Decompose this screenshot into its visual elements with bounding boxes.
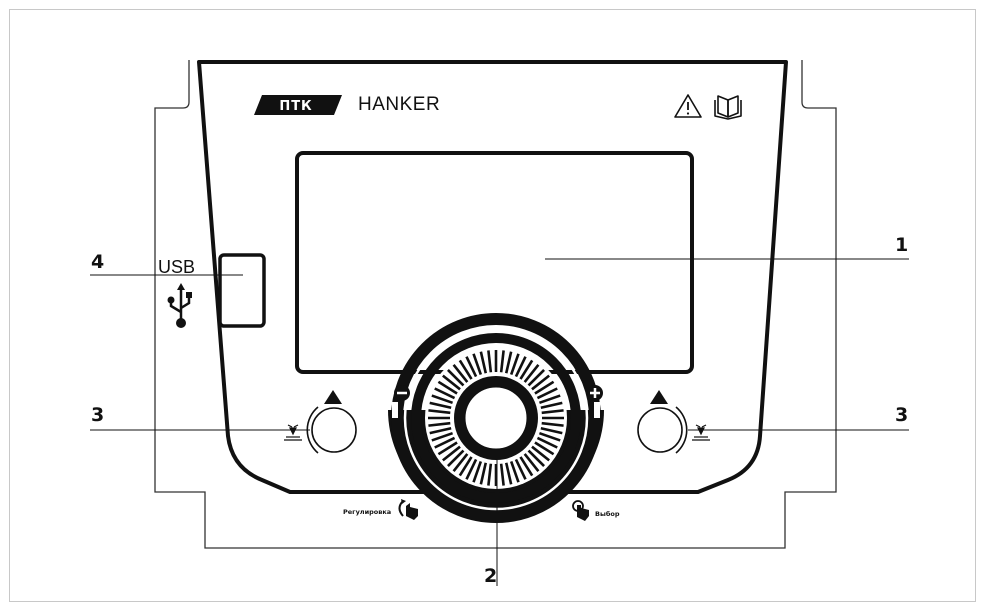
encoder-tick: [540, 426, 563, 435]
encoder-tick: [434, 387, 456, 400]
right-button-group: [637, 390, 710, 454]
up-arrow-icon: [324, 390, 342, 404]
encoder-tick: [472, 353, 483, 376]
encoder-ticks: [428, 350, 564, 486]
encoder-tick: [458, 456, 473, 477]
warning-icon: [674, 94, 702, 118]
encoder-tick: [509, 460, 520, 483]
encoder-tick: [504, 351, 513, 374]
callout-2: 2: [484, 565, 497, 587]
encoder-tick: [514, 458, 527, 480]
plus-icon: [587, 385, 603, 401]
select-label: Выбор: [595, 510, 620, 518]
encoder-tick: [434, 436, 456, 449]
encoder-tick: [536, 436, 558, 449]
encoder-tick: [538, 394, 561, 405]
hand-rotate-icon: [398, 499, 418, 520]
encoder-tick: [540, 401, 563, 410]
encoder-tick: [523, 453, 540, 472]
hand-press-icon: [572, 500, 589, 521]
encoder-tick: [541, 409, 564, 415]
encoder-tick: [465, 356, 478, 378]
encoder-tick: [452, 364, 469, 383]
encoder-tick: [534, 380, 555, 395]
usb-port[interactable]: [218, 253, 266, 328]
encoder-tick: [514, 356, 527, 378]
encoder-tick: [527, 368, 546, 387]
encoder-tick: [499, 350, 505, 373]
manual-book-icon: [714, 95, 742, 120]
encoder-tick: [428, 421, 451, 427]
encoder-tick: [487, 463, 493, 486]
mounting-plate: [154, 60, 837, 549]
up-arrow-icon: [650, 390, 668, 404]
encoder-tick: [538, 431, 561, 442]
usb-symbol-icon: [167, 283, 192, 328]
right-button[interactable]: [637, 407, 683, 453]
encoder-ring-gaps: [392, 402, 600, 418]
encoder-tick: [442, 374, 461, 391]
encoder-tick: [487, 350, 493, 373]
encoder-tick: [504, 462, 513, 485]
encoder-knob[interactable]: [464, 386, 528, 450]
encoder-tick: [431, 394, 454, 405]
encoder-tick: [479, 351, 488, 374]
encoder-tick: [536, 387, 558, 400]
encoder-tick: [531, 374, 550, 391]
encoder-tick: [534, 441, 555, 456]
logo-text: ПТК: [279, 99, 312, 114]
encoder-tick: [429, 401, 452, 410]
encoder-tick: [452, 453, 469, 472]
encoder-tick: [429, 426, 452, 435]
encoder-tick: [431, 431, 454, 442]
encoder-tick: [479, 462, 488, 485]
callout-3-left: 3: [91, 404, 104, 426]
adjust-label: Регулировка: [343, 508, 391, 516]
encoder-tick: [458, 359, 473, 380]
encoder-tick: [472, 460, 483, 483]
encoder-tick: [541, 421, 564, 427]
callout-4: 4: [91, 251, 104, 273]
encoder-tick: [519, 359, 534, 380]
left-button-group: [284, 390, 357, 454]
callout-3-right: 3: [895, 404, 908, 426]
left-button[interactable]: [311, 407, 357, 453]
ptk-logo: ПТК: [254, 95, 342, 115]
encoder-tick: [465, 458, 478, 480]
encoder-tick: [428, 409, 451, 415]
encoder-tick: [446, 449, 465, 468]
encoder-tick: [531, 445, 550, 462]
callout-1: 1: [895, 234, 908, 256]
encoder-tick: [499, 463, 505, 486]
encoder-tick: [509, 353, 520, 376]
encoder-tick: [437, 380, 458, 395]
usb-label: USB: [158, 257, 195, 277]
encoder-tick: [523, 364, 540, 383]
encoder-tick: [527, 449, 546, 468]
encoder-tick: [519, 456, 534, 477]
leader-lines: [90, 258, 909, 586]
encoder-tick: [442, 445, 461, 462]
model-name: HANKER: [358, 94, 440, 115]
encoder-tick: [446, 368, 465, 387]
encoder-tick: [437, 441, 458, 456]
minus-icon: [394, 385, 410, 401]
